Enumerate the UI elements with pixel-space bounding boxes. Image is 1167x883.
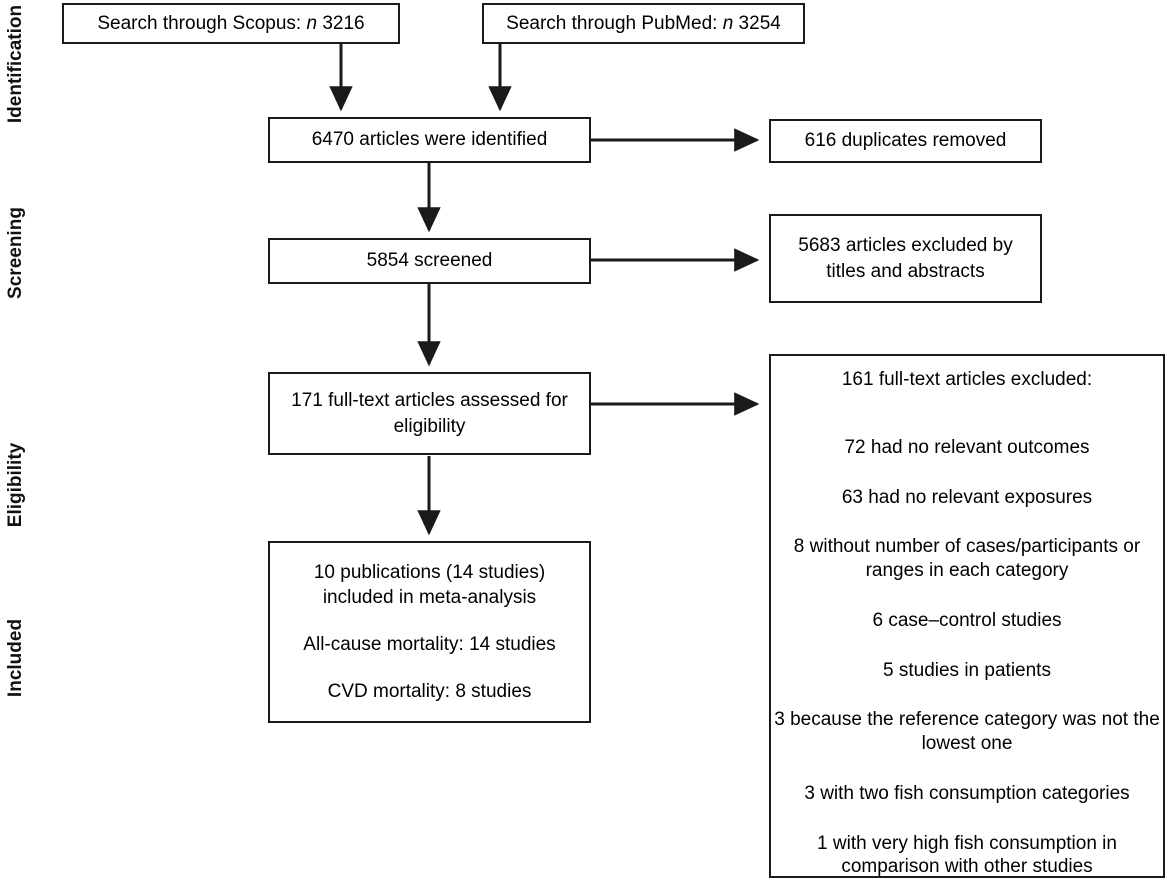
box-exclusion-reason-4: 6 case–control studies [872,609,1062,631]
box-included-studies-line3: All-cause mortality: 14 studies [303,634,556,655]
box-included-studies-line1: 10 publications (14 studies) [313,561,546,583]
box-search-scopus-text: Search through Scopus: n 3216 [70,11,392,36]
box-search-scopus-n-symbol: n [306,12,318,34]
stage-label-screening-text: Screening [5,206,26,299]
box-excluded-titles-abstracts-line2: titles and abstracts [826,260,985,282]
box-search-scopus: Search through Scopus: n 3216 [62,3,400,44]
box-exclusion-reason-5: 5 studies in patients [883,659,1051,681]
box-search-pubmed-prefix: Search through PubMed: [506,12,723,34]
box-screened: 5854 screened [268,238,591,284]
stage-label-screening: Screening [0,190,32,315]
box-screened-line1: 5854 screened [366,250,493,272]
stage-label-identification-text: Identification [5,4,27,124]
box-exclusion-reasons-heading: 161 full-text articles excluded: [841,369,1093,390]
box-duplicates-removed-line1: 616 duplicates removed [804,130,1007,152]
box-search-scopus-n-value: 3216 [317,12,365,34]
box-fulltext-assessed: 171 full-text articles assessed for elig… [268,372,591,455]
box-exclusion-reasons: 161 full-text articles excluded: 72 had … [769,354,1165,878]
stage-label-included-text: Included [5,618,26,697]
box-exclusion-reason-2: 63 had no relevant exposures [841,486,1093,508]
stage-label-eligibility-text: Eligibility [5,442,27,528]
box-excluded-titles-abstracts: 5683 articles excluded by titles and abs… [769,214,1042,303]
box-search-pubmed-text: Search through PubMed: n 3254 [490,11,797,36]
box-articles-identified: 6470 articles were identified [268,117,591,163]
box-search-scopus-prefix: Search through Scopus: [97,12,307,34]
box-search-pubmed-n-symbol: n [722,12,734,34]
box-fulltext-assessed-line1: 171 full-text articles assessed for [291,390,568,412]
box-exclusion-reason-3: 8 without number of cases/participants o… [793,536,1141,581]
box-duplicates-removed: 616 duplicates removed [769,119,1042,163]
stage-label-included: Included [0,600,32,715]
box-included-studies: 10 publications (14 studies) included in… [268,541,591,723]
box-search-pubmed: Search through PubMed: n 3254 [482,3,805,44]
box-excluded-titles-abstracts-line1: 5683 articles excluded by [798,235,1013,257]
box-fulltext-assessed-line2: eligibility [393,415,466,437]
box-exclusion-reason-6: 3 because the reference category was not… [774,709,1160,754]
stage-label-identification: Identification [0,0,32,128]
box-exclusion-reason-8: 1 with very high fish consumption in com… [817,832,1117,878]
box-included-studies-line2: included in meta-analysis [322,586,537,608]
box-search-pubmed-n-value: 3254 [733,12,781,34]
box-included-studies-line4: CVD mortality: 8 studies [327,681,532,703]
box-articles-identified-line1: 6470 articles were identified [311,129,548,151]
box-exclusion-reason-7: 3 with two fish consumption categories [804,782,1130,804]
box-exclusion-reason-1: 72 had no relevant outcomes [844,436,1090,458]
stage-label-eligibility: Eligibility [0,425,32,545]
